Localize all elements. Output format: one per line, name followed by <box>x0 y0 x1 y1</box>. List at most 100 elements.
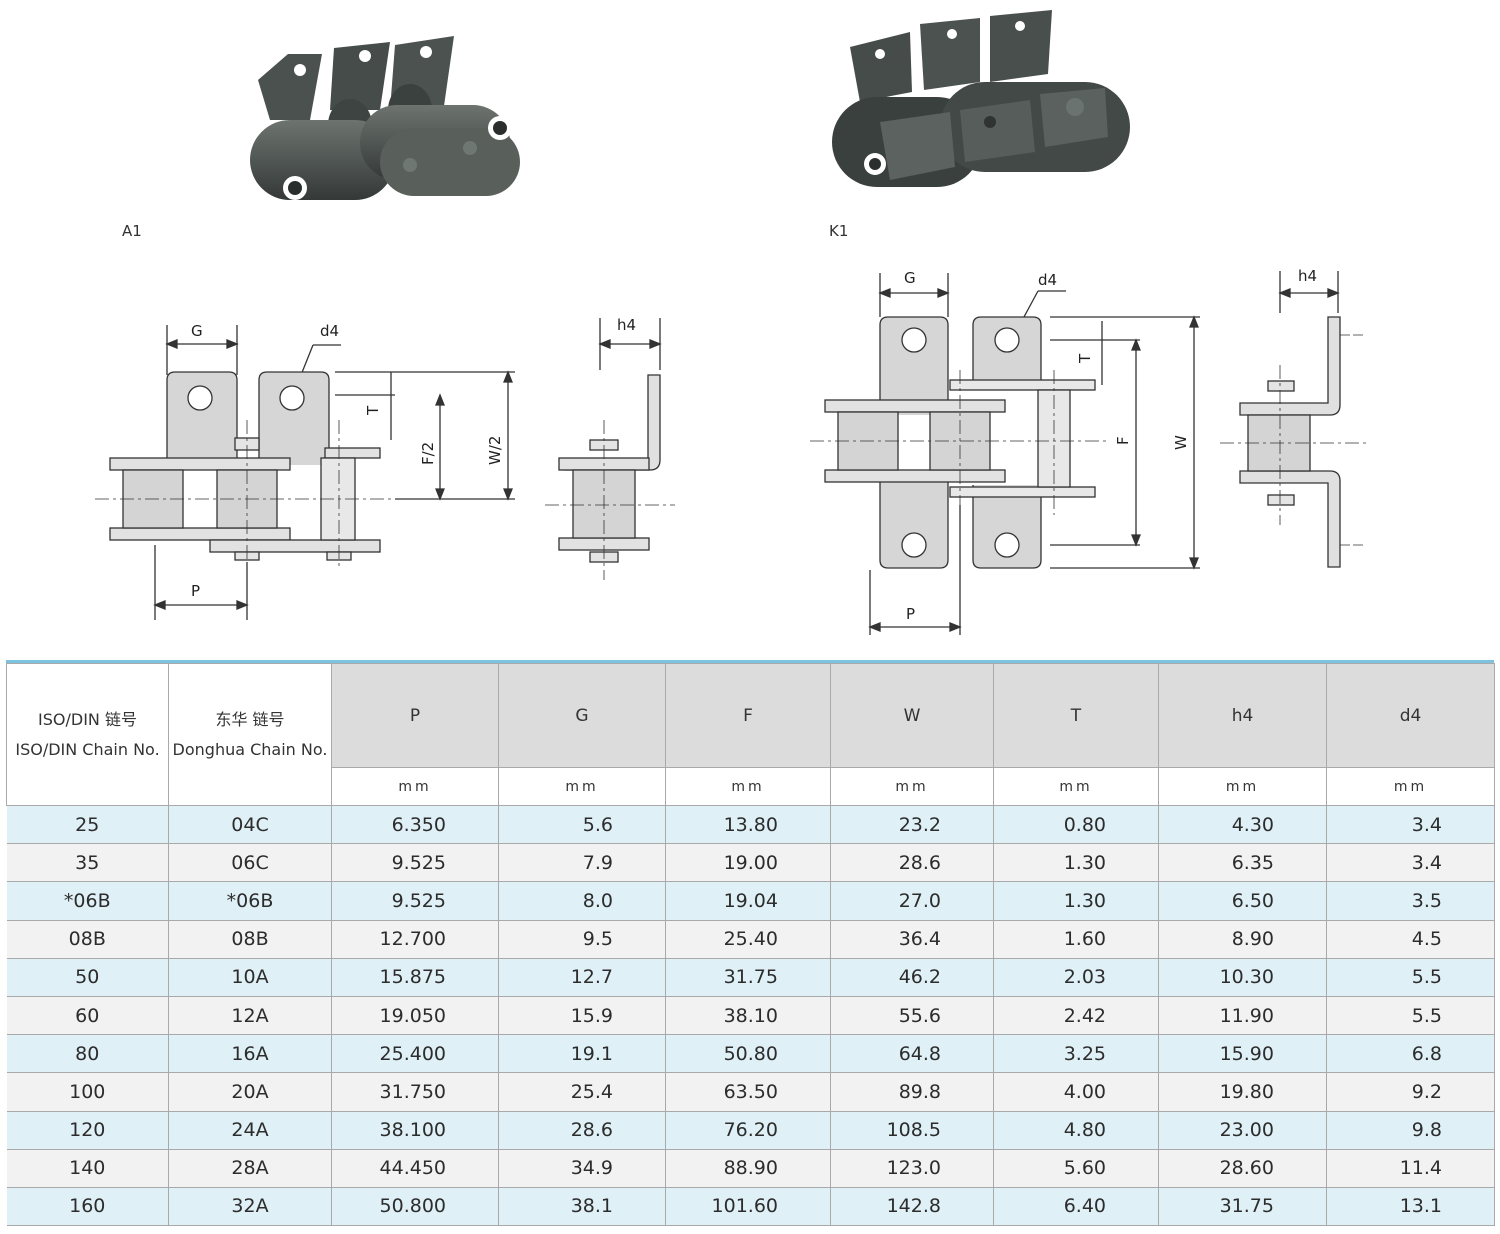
k1-dim-g: G <box>904 269 916 287</box>
cell-t: 5.60 <box>993 1148 1159 1188</box>
cell-w: 36.4 <box>830 919 994 959</box>
a1-dim-p: P <box>191 582 200 600</box>
cell-w: 55.6 <box>830 995 994 1036</box>
cell-w: 46.2 <box>830 957 994 997</box>
cell-g: 8.0 <box>498 881 666 921</box>
cell-p: 9.525 <box>331 843 499 883</box>
cell-donghua-chain-no: 08B <box>168 919 332 959</box>
a1-side-dim-h4: h4 <box>617 316 636 334</box>
unit-f: mm <box>665 767 831 806</box>
unit-d4: mm <box>1326 767 1495 806</box>
cell-donghua-chain-no: *06B <box>168 881 332 921</box>
cell-iso-chain-no: 08B <box>6 919 169 959</box>
header-param-g: G <box>498 663 666 768</box>
cell-w: 23.2 <box>830 804 994 845</box>
cell-w: 89.8 <box>830 1072 994 1112</box>
cell-p: 44.450 <box>331 1148 499 1188</box>
cell-p: 25.400 <box>331 1034 499 1074</box>
cell-g: 19.1 <box>498 1034 666 1074</box>
cell-iso-chain-no: 100 <box>6 1072 169 1112</box>
cell-t: 1.60 <box>993 919 1159 959</box>
a1-label: A1 <box>122 222 142 240</box>
cell-h4: 8.90 <box>1158 919 1327 959</box>
cell-g: 38.1 <box>498 1186 666 1227</box>
header-param-t: T <box>993 663 1159 768</box>
unit-g: mm <box>498 767 666 806</box>
k1-dim-f: F <box>1114 436 1132 445</box>
cell-donghua-chain-no: 28A <box>168 1148 332 1188</box>
spec-table: ISO/DIN 链号 ISO/DIN Chain No. 东华 链号 Dongh… <box>6 663 1495 1227</box>
cell-g: 7.9 <box>498 843 666 883</box>
header-dh-zh: 东华 链号 <box>215 710 285 730</box>
cell-w: 64.8 <box>830 1034 994 1074</box>
unit-p: mm <box>331 767 499 806</box>
cell-iso-chain-no: 80 <box>6 1034 169 1074</box>
cell-d4: 3.4 <box>1326 843 1495 883</box>
k1-side-dim-h4: h4 <box>1298 267 1317 285</box>
cell-iso-chain-no: 35 <box>6 843 169 883</box>
chain-photo-k1 <box>820 2 1150 217</box>
a1-dim-d4: d4 <box>320 322 339 340</box>
cell-w: 123.0 <box>830 1148 994 1188</box>
cell-d4: 9.8 <box>1326 1110 1495 1150</box>
cell-d4: 3.4 <box>1326 804 1495 845</box>
cell-iso-chain-no: 50 <box>6 957 169 997</box>
header-param-d4: d4 <box>1326 663 1495 768</box>
cell-h4: 10.30 <box>1158 957 1327 997</box>
k1-label: K1 <box>829 222 849 240</box>
unit-t: mm <box>993 767 1159 806</box>
cell-d4: 6.8 <box>1326 1034 1495 1074</box>
cell-g: 9.5 <box>498 919 666 959</box>
cell-h4: 11.90 <box>1158 995 1327 1036</box>
spec-table-container: ISO/DIN 链号 ISO/DIN Chain No. 东华 链号 Dongh… <box>6 660 1495 1230</box>
cell-d4: 4.5 <box>1326 919 1495 959</box>
a1-front-drawing: G d4 T F/2 <box>95 300 555 640</box>
cell-w: 28.6 <box>830 843 994 883</box>
header-iso-chain-no: ISO/DIN 链号 ISO/DIN Chain No. <box>6 663 169 806</box>
cell-w: 108.5 <box>830 1110 994 1150</box>
cell-p: 12.700 <box>331 919 499 959</box>
cell-d4: 5.5 <box>1326 957 1495 997</box>
cell-donghua-chain-no: 04C <box>168 804 332 845</box>
cell-p: 6.350 <box>331 804 499 845</box>
cell-p: 19.050 <box>331 995 499 1036</box>
cell-f: 63.50 <box>665 1072 831 1112</box>
cell-donghua-chain-no: 32A <box>168 1186 332 1227</box>
k1-dim-p: P <box>906 605 915 623</box>
cell-h4: 31.75 <box>1158 1186 1327 1227</box>
cell-iso-chain-no: 160 <box>6 1186 169 1227</box>
k1-dim-t: T <box>1076 353 1094 364</box>
cell-donghua-chain-no: 24A <box>168 1110 332 1150</box>
cell-g: 5.6 <box>498 804 666 845</box>
header-param-f: F <box>665 663 831 768</box>
cell-donghua-chain-no: 20A <box>168 1072 332 1112</box>
cell-g: 34.9 <box>498 1148 666 1188</box>
cell-h4: 6.50 <box>1158 881 1327 921</box>
cell-t: 4.00 <box>993 1072 1159 1112</box>
cell-f: 13.80 <box>665 804 831 845</box>
a1-dim-f-half: F/2 <box>419 442 437 465</box>
cell-t: 3.25 <box>993 1034 1159 1074</box>
header-param-p: P <box>331 663 499 768</box>
cell-w: 27.0 <box>830 881 994 921</box>
header-dh-en: Donghua Chain No. <box>172 739 328 759</box>
header-param-w: W <box>830 663 994 768</box>
cell-h4: 23.00 <box>1158 1110 1327 1150</box>
cell-d4: 3.5 <box>1326 881 1495 921</box>
cell-t: 1.30 <box>993 881 1159 921</box>
cell-p: 31.750 <box>331 1072 499 1112</box>
cell-h4: 15.90 <box>1158 1034 1327 1074</box>
cell-h4: 28.60 <box>1158 1148 1327 1188</box>
cell-p: 15.875 <box>331 957 499 997</box>
cell-t: 4.80 <box>993 1110 1159 1150</box>
cell-g: 12.7 <box>498 957 666 997</box>
cell-iso-chain-no: 25 <box>6 804 169 845</box>
cell-p: 9.525 <box>331 881 499 921</box>
a1-side-drawing: h4 <box>545 300 685 590</box>
cell-f: 88.90 <box>665 1148 831 1188</box>
